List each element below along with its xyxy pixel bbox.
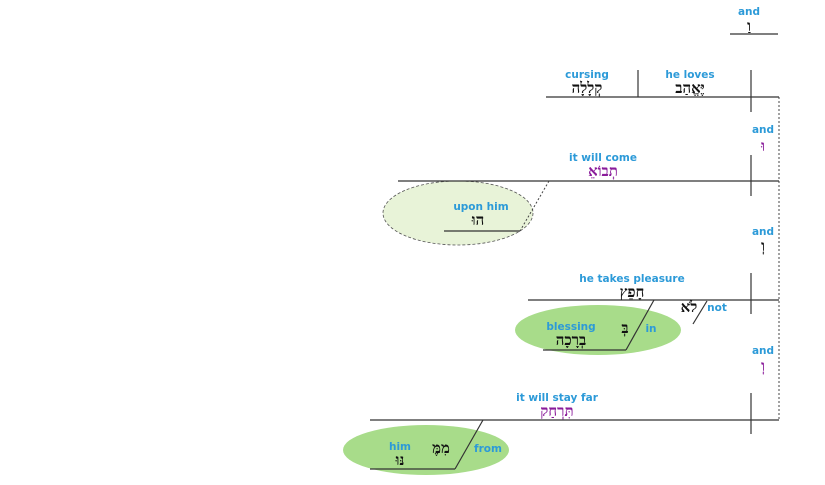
hebrew-word: וְ <box>761 237 765 255</box>
verb-word: תִּרְחַק <box>540 402 573 420</box>
english-gloss: and <box>752 345 774 357</box>
clause-2: it will come תְבוֹאֵ upon him הוּ <box>382 152 779 246</box>
verb-word: חָפֵץ <box>620 283 645 301</box>
object-gloss: him <box>389 441 411 453</box>
conjunction-1: and וּ <box>752 124 774 155</box>
conjunction-3: and וְ <box>752 345 774 375</box>
hebrew-word: וַ <box>747 17 751 35</box>
conjunction-2: and וְ <box>752 226 774 255</box>
negation-connector <box>692 300 708 325</box>
verb-gloss: he loves <box>665 69 714 81</box>
english-gloss: and <box>738 6 760 18</box>
verb-word: יֶּאֱהַב <box>675 79 704 97</box>
english-gloss: and <box>752 124 774 136</box>
object-gloss: cursing <box>565 69 609 81</box>
preposition-word: מִמֶּ <box>432 439 450 457</box>
phrase-highlight <box>382 180 534 246</box>
object-gloss: upon him <box>453 201 508 213</box>
object-word: קְלָלָה <box>572 79 603 97</box>
object-word: נּוּ <box>395 451 405 469</box>
modifier-connector <box>519 180 550 232</box>
preposition-gloss: in <box>645 323 656 335</box>
clause-1: cursing קְלָלָה he loves יֶּאֱהַב <box>546 69 779 112</box>
negation-gloss: not <box>707 302 727 314</box>
clause-4: it will stay far תִּרְחַק him נּוּ מִמֶּ… <box>343 392 779 475</box>
object-gloss: blessing <box>546 321 595 333</box>
phrase-highlight <box>515 305 681 355</box>
preposition-gloss: from <box>474 443 502 455</box>
object-word: בְרָכָה <box>556 331 587 349</box>
top-conjunction: and וַ <box>730 6 778 35</box>
preposition-connector <box>625 299 655 351</box>
preposition-word: בְּ <box>621 319 628 337</box>
verb-gloss: it will stay far <box>516 392 599 404</box>
verb-gloss: it will come <box>569 152 637 164</box>
clause-3: he takes pleasure חָפֵץ לֹא not blessing… <box>515 273 779 355</box>
verb-word: תְבוֹאֵ <box>588 162 618 180</box>
verb-gloss: he takes pleasure <box>579 273 684 285</box>
hebrew-word: וּ <box>760 137 765 155</box>
english-gloss: and <box>752 226 774 238</box>
preposition-connector <box>454 419 484 470</box>
hebrew-word: וְ <box>761 357 765 375</box>
phrase-highlight <box>343 425 509 475</box>
negation-word: לֹא <box>681 298 698 316</box>
object-word: הוּ <box>471 211 484 229</box>
